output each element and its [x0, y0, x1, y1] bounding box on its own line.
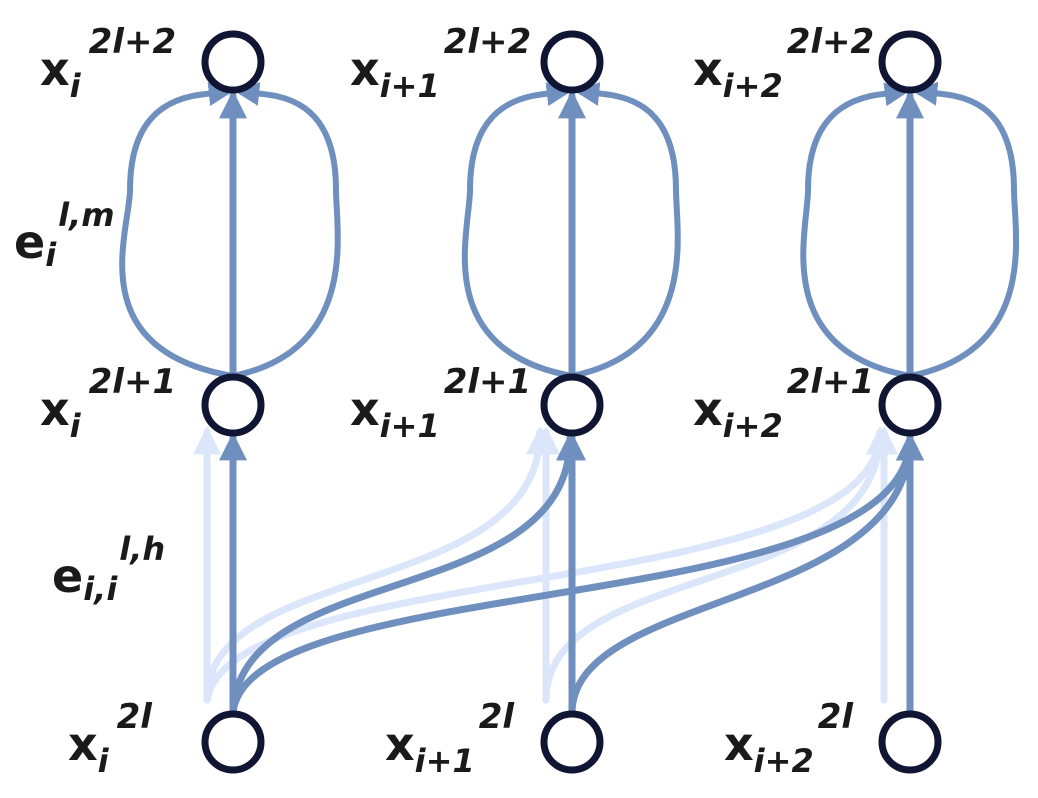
edge-light-0-1	[203, 426, 554, 704]
loop-2	[800, 82, 911, 379]
loop-1	[461, 82, 573, 379]
node-top-1	[540, 30, 604, 94]
edges-2l-to-2l1	[219, 432, 924, 716]
node-top-0	[201, 30, 265, 94]
node-mid-0	[201, 373, 265, 437]
loop-2-right	[909, 81, 1020, 379]
edge-0-to-1	[229, 432, 584, 716]
edges-2l1-to-2l2	[119, 81, 1020, 382]
edge-1-to-2	[568, 432, 924, 716]
node-mid-2	[878, 373, 942, 437]
node-bot-2	[878, 710, 942, 774]
label-x-i1-2l2: xi+12l+2	[350, 22, 531, 105]
label-x-i-2l: xi2l	[68, 697, 153, 780]
node-top-2	[878, 30, 942, 94]
edges-light	[193, 426, 898, 704]
label-x-i2-2l: xi+22l	[724, 697, 854, 780]
label-x-i-2l1: xi2l+1	[40, 362, 176, 445]
label-x-i2-2l1: xi+22l+1	[693, 362, 874, 445]
label-x-i-2l2: xi2l+2	[40, 22, 176, 105]
nodes	[201, 30, 942, 774]
edge-0-to-2	[229, 432, 924, 716]
loop-0-right	[232, 81, 341, 379]
label-x-i1-2l1: xi+12l+1	[350, 362, 531, 445]
label-e-i-lm: eil,m	[14, 196, 115, 274]
edge-light-1-2	[542, 426, 894, 704]
node-bot-1	[540, 710, 604, 774]
label-e-ii-lh: ei,il,h	[52, 530, 165, 608]
labels: xi2l+2 xi+12l+2 xi+22l+2 xi2l+1 xi+12l+1…	[14, 22, 874, 780]
node-bot-0	[201, 710, 265, 774]
label-x-i1-2l: xi+12l	[385, 697, 515, 780]
node-mid-1	[540, 373, 604, 437]
loop-0	[119, 82, 234, 379]
edge-light-0-2	[203, 426, 894, 704]
loop-1-right	[571, 81, 681, 379]
label-x-i2-2l2: xi+22l+2	[693, 22, 874, 105]
